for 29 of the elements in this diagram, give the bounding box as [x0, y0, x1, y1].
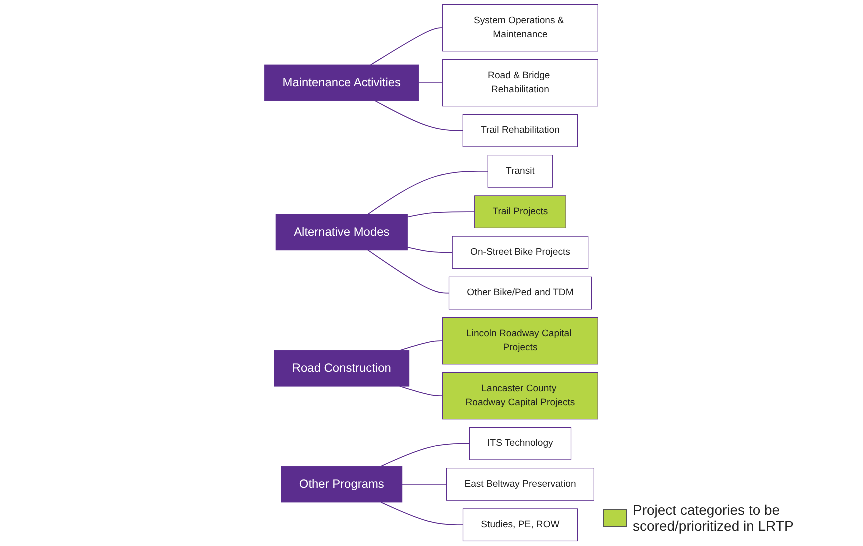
- legend-text: Project categories to be scored/prioritized in LRTP: [633, 502, 795, 534]
- node-box: Studies, PE, ROW: [462, 508, 578, 542]
- node-box: Road & Bridge Rehabilitation: [442, 59, 598, 107]
- node-box: On-Street Bike Projects: [452, 236, 589, 270]
- node-box: Alternative Modes: [276, 214, 408, 251]
- node-box: Maintenance Activities: [264, 64, 420, 102]
- connector: [399, 386, 444, 396]
- node-box: Lincoln Roadway Capital Projects: [442, 318, 598, 365]
- connector: [380, 443, 470, 467]
- node-box: Other Bike/Ped and TDM: [448, 276, 592, 310]
- connector: [418, 82, 444, 84]
- node-box: System Operations & Maintenance: [442, 4, 598, 52]
- connector: [374, 100, 464, 132]
- node-box: ITS Technology: [469, 427, 572, 460]
- node-box: Trail Rehabilitation: [462, 114, 578, 148]
- node-box: Transit: [488, 155, 554, 188]
- node-box: Lancaster County Roadway Capital Projects: [442, 372, 598, 420]
- connector: [368, 250, 450, 294]
- connector: [380, 502, 464, 526]
- connector: [402, 484, 448, 485]
- node-box: East Beltway Preservation: [446, 468, 594, 501]
- node-box: Trail Projects: [474, 196, 566, 228]
- connector: [368, 171, 489, 215]
- node-box: Road Construction: [274, 350, 410, 387]
- connector: [407, 246, 454, 254]
- connector: [370, 28, 444, 66]
- connector: [399, 340, 444, 352]
- node-box: Other Programs: [281, 466, 403, 503]
- connector: [407, 212, 476, 218]
